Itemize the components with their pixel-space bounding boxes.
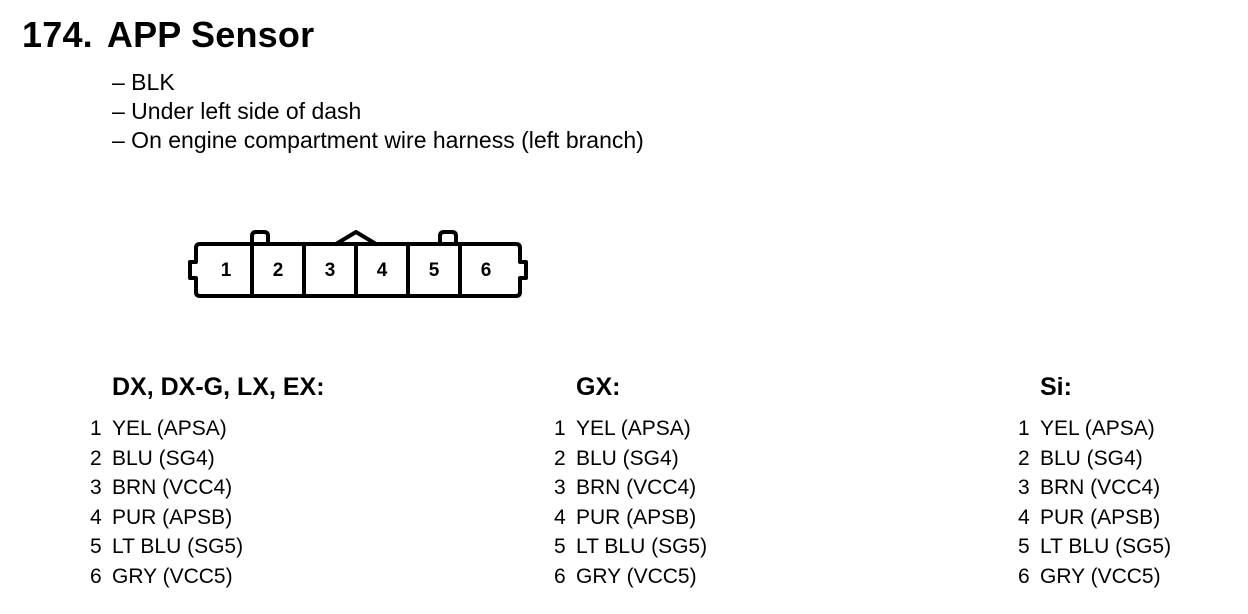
pin-row: 5 LT BLU (SG5)	[90, 532, 450, 562]
column-heading: DX, DX-G, LX, EX:	[112, 373, 325, 401]
pin-list: 1 YEL (APSA) 2 BLU (SG4) 3 BRN (VCC4) 4 PUR …	[1018, 414, 1238, 592]
section-title: APP Sensor	[106, 14, 315, 55]
pin-list: 1 YEL (APSA) 2 BLU (SG4) 3 BRN (VCC4) 4 PUR …	[554, 414, 914, 592]
pin-row: 5 LT BLU (SG5)	[1018, 532, 1238, 562]
pin-number: 2	[1018, 446, 1030, 470]
pin-wire: YEL (APSA)	[576, 417, 691, 440]
pin-row: 1 YEL (APSA)	[90, 414, 450, 444]
pin-row: 3 BRN (VCC4)	[90, 473, 450, 503]
page-title: 174. APP Sensor	[22, 14, 314, 56]
connector-diagram: 1 2 3 4 5 6	[188, 230, 528, 298]
pin-row: 5 LT BLU (SG5)	[554, 532, 914, 562]
pinout-column-gx: GX: 1 YEL (APSA) 2 BLU (SG4) 3 BRN (VCC4) 4…	[554, 370, 914, 592]
pin-number: 6	[90, 564, 102, 588]
locking-tab-right	[438, 230, 458, 246]
pin-row: 3 BRN (VCC4)	[1018, 473, 1238, 503]
connector-pin-4: 4	[377, 260, 388, 281]
section-number: 174.	[22, 14, 93, 55]
pin-row: 2 BLU (SG4)	[90, 444, 450, 474]
pin-row: 1 YEL (APSA)	[1018, 414, 1238, 444]
pin-row: 4 PUR (APSB)	[1018, 503, 1238, 533]
pin-row: 6 GRY (VCC5)	[554, 562, 914, 592]
pin-row: 2 BLU (SG4)	[1018, 444, 1238, 474]
pin-number: 3	[90, 476, 102, 500]
pin-wire: PUR (APSB)	[112, 505, 233, 529]
pin-wire: PUR (APSB)	[576, 505, 697, 529]
column-heading: GX:	[576, 373, 621, 401]
connector-pin-3: 3	[325, 260, 336, 281]
pin-wire: BLU (SG4)	[576, 446, 679, 470]
pin-number: 4	[554, 505, 566, 529]
pin-number: 6	[1018, 564, 1030, 588]
pin-row: 1 YEL (APSA)	[554, 414, 914, 444]
pinout-column-dx: DX, DX-G, LX, EX: 1 YEL (APSA) 2 BLU (SG4)…	[90, 370, 450, 592]
pin-number: 2	[554, 446, 566, 470]
pin-number: 5	[554, 535, 566, 559]
locking-tab-left	[250, 230, 270, 246]
center-key	[334, 230, 378, 246]
pin-wire: LT BLU (SG5)	[1040, 535, 1172, 559]
pin-number: 2	[90, 446, 102, 470]
pin-number: 1	[90, 417, 102, 440]
pin-wire: LT BLU (SG5)	[112, 535, 244, 559]
pin-wire: PUR (APSB)	[1040, 505, 1161, 529]
pin-wire: BRN (VCC4)	[112, 476, 233, 500]
pin-wire: YEL (APSA)	[112, 417, 227, 440]
pin-wire: GRY (VCC5)	[576, 564, 697, 588]
pinout-column-si: Si: 1 YEL (APSA) 2 BLU (SG4) 3 BRN (VCC4) 4…	[1018, 370, 1238, 592]
pin-number: 4	[1018, 505, 1030, 529]
connector-pin-5: 5	[429, 260, 440, 281]
pin-row: 6 GRY (VCC5)	[1018, 562, 1238, 592]
pin-number: 6	[554, 564, 566, 588]
pin-wire: BRN (VCC4)	[1040, 476, 1161, 500]
column-heading: Si:	[1040, 373, 1072, 401]
connector-housing	[188, 242, 528, 298]
pin-row: 4 PUR (APSB)	[554, 503, 914, 533]
pin-row: 6 GRY (VCC5)	[90, 562, 450, 592]
connector-pin-2: 2	[273, 260, 284, 281]
pin-number: 3	[1018, 476, 1030, 500]
pin-row: 2 BLU (SG4)	[554, 444, 914, 474]
pin-number: 3	[554, 476, 566, 500]
pin-number: 5	[1018, 535, 1030, 559]
pin-wire: YEL (APSA)	[1040, 417, 1155, 440]
pin-number: 5	[90, 535, 102, 559]
connector-pin-6: 6	[481, 260, 492, 281]
pin-wire: BLU (SG4)	[112, 446, 215, 470]
note-harness: – On engine compartment wire harness (le…	[112, 127, 644, 153]
pin-wire: GRY (VCC5)	[1040, 564, 1161, 588]
note-color: – BLK	[112, 69, 175, 95]
pin-wire: LT BLU (SG5)	[576, 535, 708, 559]
connector-notes: – BLK – Under left side of dash – On eng…	[112, 68, 644, 155]
pin-wire: BLU (SG4)	[1040, 446, 1143, 470]
connector-pin-1: 1	[221, 260, 232, 281]
pin-wire: BRN (VCC4)	[576, 476, 697, 500]
pin-number: 1	[1018, 417, 1030, 440]
pin-row: 4 PUR (APSB)	[90, 503, 450, 533]
pin-wire: GRY (VCC5)	[112, 564, 233, 588]
pin-list: 1 YEL (APSA) 2 BLU (SG4) 3 BRN (VCC4) 4 PUR …	[90, 414, 450, 592]
pin-number: 1	[554, 417, 566, 440]
note-location: – Under left side of dash	[112, 98, 362, 124]
pin-number: 4	[90, 505, 102, 529]
pin-row: 3 BRN (VCC4)	[554, 473, 914, 503]
